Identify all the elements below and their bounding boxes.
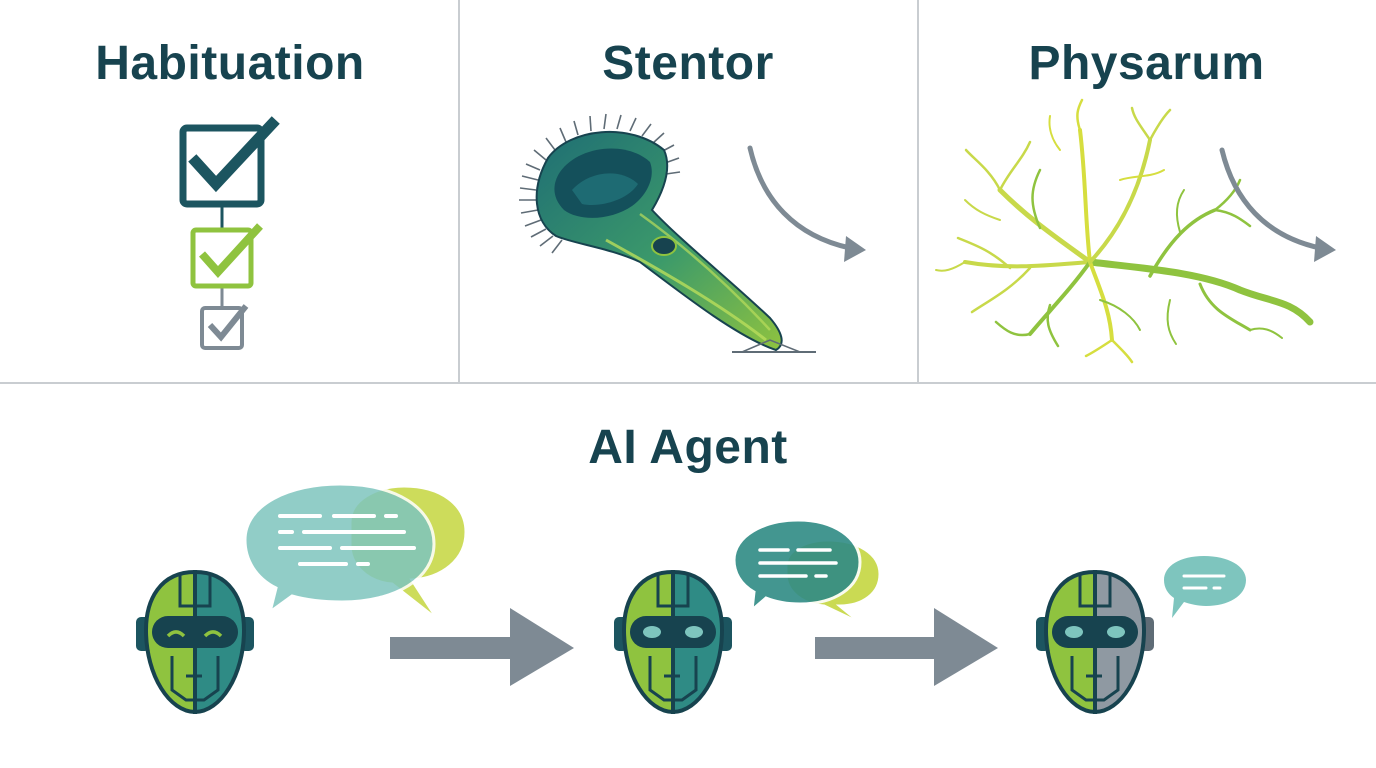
speech-bubble-icon <box>732 518 882 626</box>
robot-head-icon <box>136 569 254 715</box>
stentor-title: Stentor <box>602 37 774 90</box>
right-arrow-icon <box>815 608 998 686</box>
stentor-organism-icon <box>519 113 816 353</box>
curved-arrow-icon <box>747 145 866 262</box>
curved-arrow-icon <box>1219 147 1336 262</box>
checkbox-medium-icon <box>190 223 263 289</box>
vertical-divider-left <box>458 0 460 383</box>
checkbox-large-icon <box>179 116 280 208</box>
robot-head-icon <box>1036 569 1154 715</box>
speech-bubble-icon <box>243 482 468 622</box>
ai-agent-title: AI Agent <box>588 421 788 474</box>
right-arrow-icon <box>390 608 574 686</box>
habituation-checklist <box>179 116 280 350</box>
habituation-title: Habituation <box>95 37 365 90</box>
robot-head-icon <box>614 569 732 715</box>
physarum-title: Physarum <box>1028 37 1265 90</box>
horizontal-divider <box>0 382 1376 384</box>
checkbox-small-icon <box>200 304 249 350</box>
physarum-network-icon <box>935 98 1314 364</box>
vertical-divider-right <box>917 0 919 383</box>
speech-bubble-icon <box>1164 556 1246 618</box>
